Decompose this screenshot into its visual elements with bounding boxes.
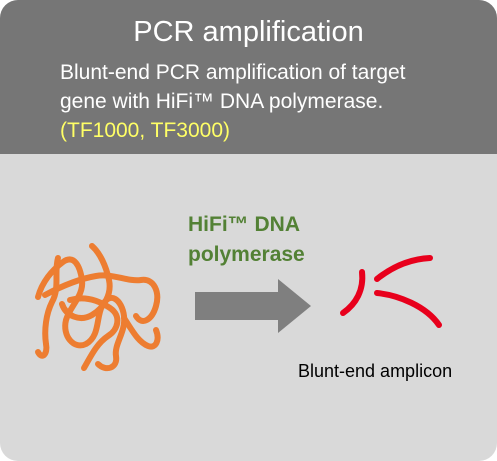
description-line-1: Blunt-end PCR amplification of target [60, 61, 406, 84]
enzyme-label-line-1: HiFi™ DNA [188, 213, 300, 236]
page-title: PCR amplification [133, 16, 364, 48]
product-codes: (TF1000, TF3000) [60, 119, 231, 142]
enzyme-label-line-2: polymerase [188, 243, 305, 266]
product-label: Blunt-end amplicon [298, 361, 453, 381]
description: Blunt-end PCR amplification of target ge… [60, 58, 490, 145]
description-line-2: gene with HiFi™ DNA polymerase. [60, 90, 384, 113]
template-dna-icon [35, 243, 161, 372]
amplicon-icon [340, 255, 442, 328]
process-arrow-icon [195, 279, 311, 333]
header-band: PCR amplification Blunt-end PCR amplific… [0, 0, 497, 154]
enzyme-label: HiFi™ DNA polymerase [188, 210, 388, 270]
